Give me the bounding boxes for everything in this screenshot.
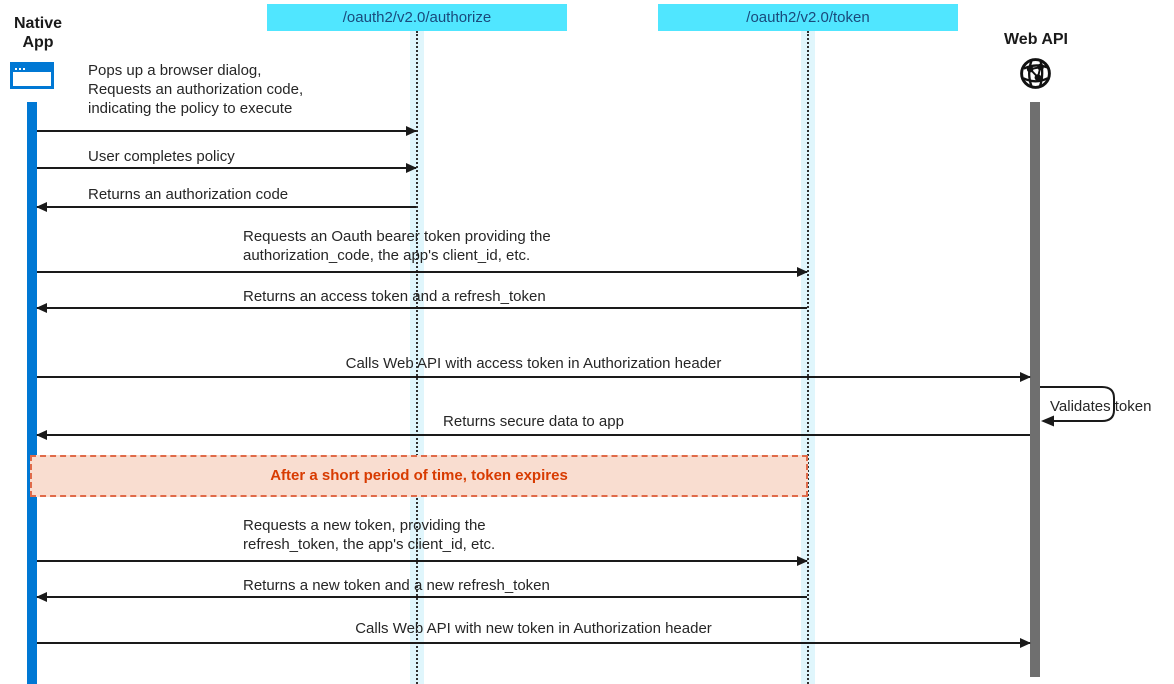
arrow-returns-access-token	[36, 303, 807, 313]
arrow-calls-web-api-new-token	[37, 638, 1031, 648]
participant-native-app-label: Native App	[13, 15, 63, 51]
web-api-activation-bar	[1030, 102, 1040, 677]
authorize-lifeline	[416, 31, 418, 684]
browser-window-icon	[10, 62, 54, 89]
message-returns-new-token: Returns a new token and a new refresh_to…	[243, 577, 550, 594]
token-expires-note: After a short period of time, token expi…	[30, 455, 808, 497]
message-request-auth-code: Pops up a browser dialog, Requests an au…	[88, 62, 304, 117]
message-calls-web-api-new-token: Calls Web API with new token in Authoriz…	[355, 620, 712, 637]
participant-token-endpoint: /oauth2/v2.0/token	[658, 4, 958, 31]
arrow-calls-web-api-access-token	[37, 372, 1031, 382]
arrow-request-new-token	[37, 556, 808, 566]
arrow-returns-new-token	[36, 592, 807, 602]
message-validates-token: Validates token	[1050, 398, 1152, 415]
arrow-request-auth-code	[37, 126, 417, 136]
message-request-bearer-token: Requests an Oauth bearer token providing…	[243, 228, 551, 264]
participant-authorize-endpoint: /oauth2/v2.0/authorize	[267, 4, 567, 31]
message-returns-access-token: Returns an access token and a refresh_to…	[243, 288, 546, 305]
web-api-globe-icon	[1020, 58, 1051, 89]
message-request-new-token: Requests a new token, providing the refr…	[243, 517, 496, 553]
arrow-request-bearer-token	[37, 267, 808, 277]
validates-token-self-arrow	[1040, 386, 1115, 427]
message-returns-auth-code: Returns an authorization code	[88, 186, 289, 203]
arrow-user-completes-policy	[37, 163, 417, 173]
message-user-completes-policy: User completes policy	[88, 148, 235, 165]
arrow-returns-secure-data	[36, 430, 1030, 440]
message-returns-secure-data: Returns secure data to app	[443, 413, 624, 430]
browser-titlebar	[13, 65, 51, 72]
token-lifeline	[807, 31, 809, 684]
native-app-activation-bar	[27, 102, 37, 684]
message-calls-web-api-access-token: Calls Web API with access token in Autho…	[345, 355, 722, 372]
participant-web-api-label: Web API	[1003, 31, 1068, 48]
arrow-returns-auth-code	[36, 202, 416, 212]
